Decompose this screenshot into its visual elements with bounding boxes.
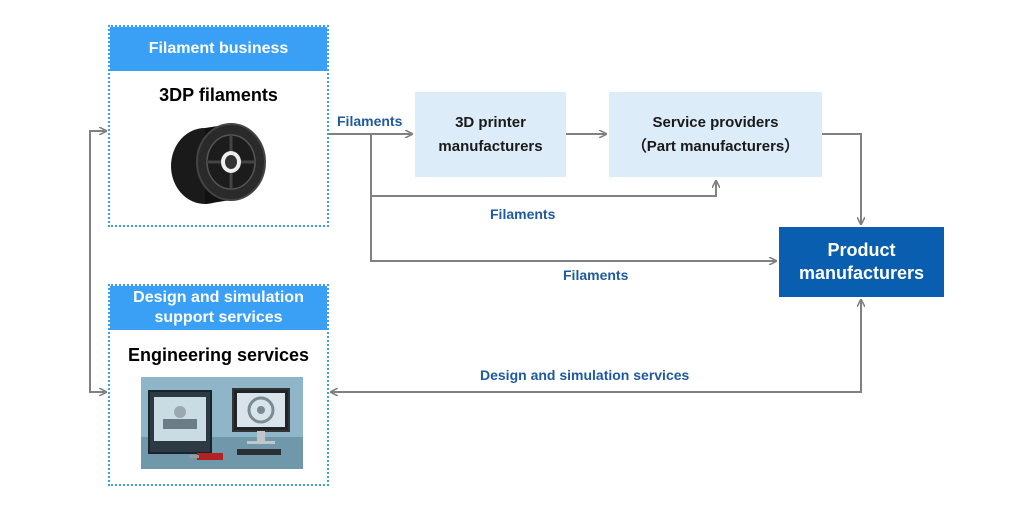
arrow-service-to-product xyxy=(822,133,861,224)
filament-business-frame: Filament business 3DP filaments xyxy=(108,25,329,227)
printer-manufacturers-box: 3D printer manufacturers xyxy=(415,92,566,177)
design-services-label: Design and simulation services xyxy=(480,367,690,383)
filament-spool-image xyxy=(171,123,266,204)
printer-line1: 3D printer xyxy=(455,113,526,131)
filaments-label-top: Filaments xyxy=(337,113,403,129)
design-simulation-header: Design and simulation support services xyxy=(110,286,327,330)
product-manufacturers-box: Product manufacturers xyxy=(779,227,944,297)
filaments-label-middle: Filaments xyxy=(490,206,556,222)
engineering-title: Engineering services xyxy=(127,345,310,365)
arrow-left-to-filament xyxy=(89,131,106,262)
engineering-services-frame: Design and simulation support services E… xyxy=(108,284,329,486)
filament-business-header: Filament business xyxy=(110,27,327,71)
arrow-design-services xyxy=(331,300,861,392)
service-line2: （Part manufacturers） xyxy=(631,137,800,155)
filaments-label-bottom: Filaments xyxy=(563,267,629,283)
engineering-workstation-image xyxy=(141,377,303,469)
product-line1: Product xyxy=(827,240,896,260)
arrow-left-to-engineering xyxy=(89,262,106,392)
arrow-filaments-to-product xyxy=(370,196,776,261)
arrow-filaments-to-service xyxy=(370,134,716,197)
service-line1: Service providers xyxy=(652,113,779,131)
service-providers-box: Service providers （Part manufacturers） xyxy=(609,92,822,177)
printer-line2: manufacturers xyxy=(438,137,543,155)
product-line2: manufacturers xyxy=(798,263,925,283)
filament-title: 3DP filaments xyxy=(159,85,278,105)
